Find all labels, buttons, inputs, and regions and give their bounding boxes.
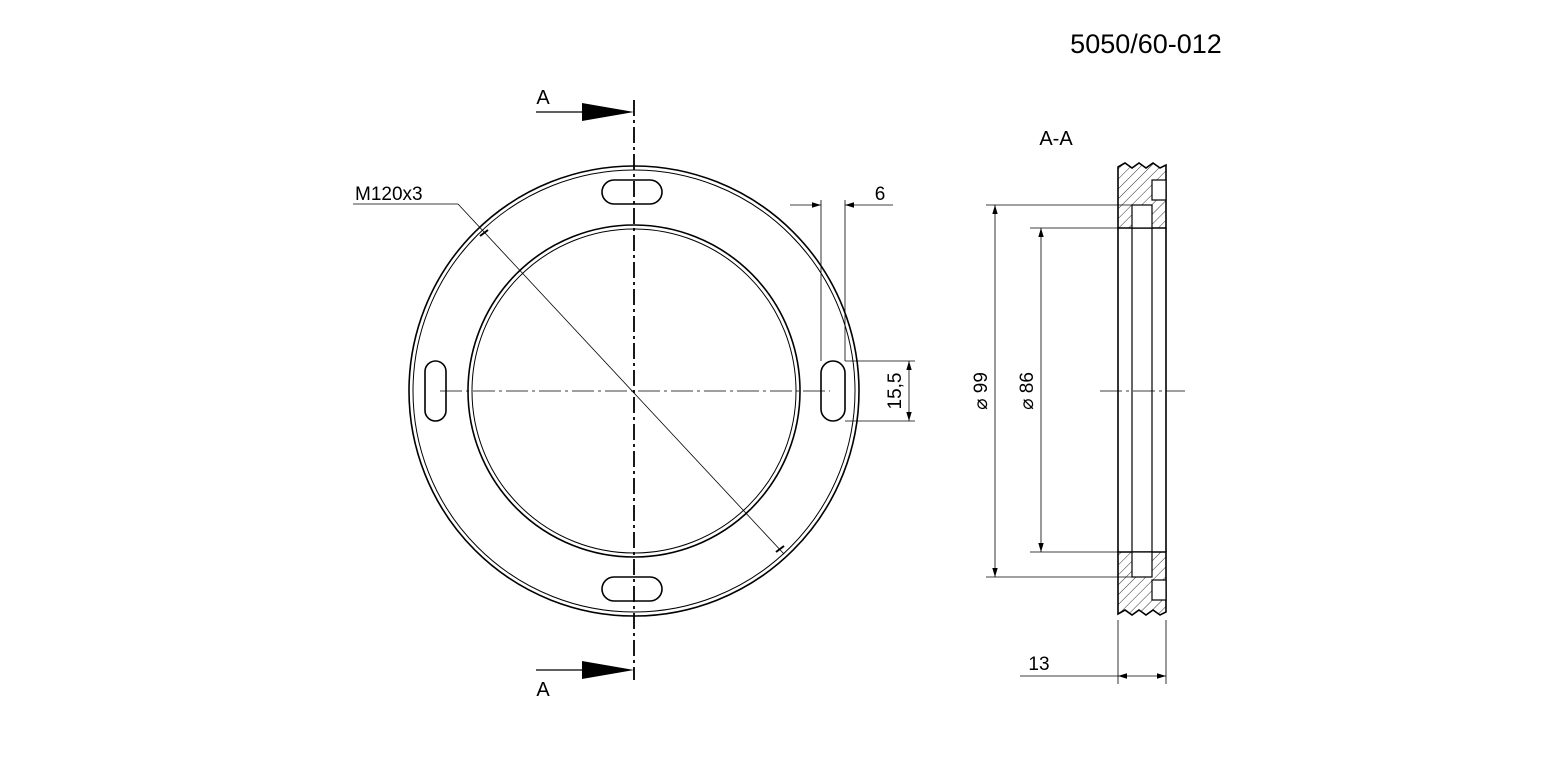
slot-top bbox=[601, 179, 663, 205]
thread-tick-top bbox=[479, 229, 489, 237]
outer-diameter-label: ⌀ 99 bbox=[971, 372, 992, 410]
slot-cut-top bbox=[1151, 179, 1167, 201]
thread-leader-diagonal bbox=[457, 203, 785, 555]
thread-dim-label: M120x3 bbox=[355, 184, 423, 205]
slot-cut-bottom bbox=[1151, 579, 1167, 601]
slot-bottom bbox=[601, 576, 663, 602]
slot-width-label: 6 bbox=[875, 184, 886, 205]
section-arrow-top bbox=[536, 103, 634, 121]
section-view-label: A-A bbox=[1039, 128, 1073, 150]
inner-diameter-label: ⌀ 86 bbox=[1017, 372, 1038, 410]
front-view bbox=[353, 100, 915, 680]
part-number: 5050/60-012 bbox=[1070, 29, 1222, 59]
groove-bottom bbox=[1131, 551, 1153, 578]
section-arrow-bottom bbox=[536, 661, 634, 679]
section-view bbox=[986, 162, 1185, 684]
thread-tick-bottom bbox=[775, 545, 785, 553]
groove-top bbox=[1131, 204, 1153, 229]
section-mark-bottom: A bbox=[536, 679, 550, 701]
section-mark-top: A bbox=[536, 87, 550, 109]
thickness-label: 13 bbox=[1028, 654, 1049, 675]
slot-length-label: 15,5 bbox=[885, 373, 906, 410]
